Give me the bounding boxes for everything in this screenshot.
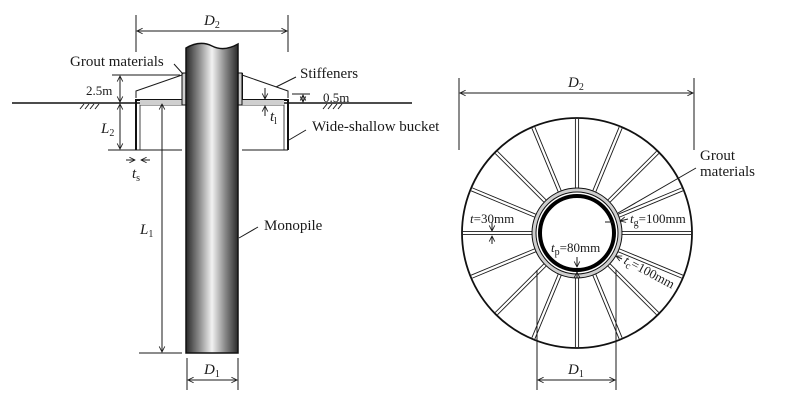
stiffener-spoke [531,273,559,338]
stiffener-spoke [609,263,660,313]
monopile-ring [538,194,616,272]
stiffener-shape [135,74,289,98]
stiffener-spoke [494,263,545,313]
stiffener-spoke [617,251,682,279]
stiffener-spoke [619,190,684,218]
stiffener-spoke [534,275,562,340]
stiffener-spoke [609,153,660,203]
label-monopile: Monopile [264,218,323,234]
stiffener-spoke [534,126,562,191]
dim-tg: tg=100mm [630,211,686,229]
stiffener-spoke [497,265,547,316]
dim-t-stiffener: t=30mm [470,211,514,226]
dim-L1: L1 [139,222,153,240]
stiffener-spoke [595,128,623,193]
stiffener-spoke [592,126,620,191]
stiffener-spoke [595,273,623,338]
label-stiffeners: Stiffeners [300,66,358,82]
soil-hatch-icon [79,103,343,110]
stiffener-spoke [472,187,537,215]
stiffener-spoke [497,150,547,201]
monopile-shape [185,42,239,354]
stiffener-spokes [463,119,691,347]
stiffener-spoke [617,187,682,215]
stiffener-spoke [531,128,559,193]
dim-2.5m: 2.5m [86,83,112,98]
stiffener-spoke [470,248,535,276]
stiffener-spoke [592,275,620,340]
stiffener-spoke [470,190,535,218]
dim-0.5m: 0.5m [323,90,349,105]
plan-view: D2 D1 t=30mm tg=100mm tp=80mm tc=100mm G… [458,75,755,390]
label-grout-plan-1: Grout [700,148,736,164]
stiffener-spoke [607,150,657,201]
label-grout-plan-2: materials [700,164,755,180]
label-wide-shallow-bucket: Wide-shallow bucket [312,119,440,135]
bucket-shape [108,72,289,151]
stiffener-spoke [619,248,684,276]
dim-L2: L2 [100,121,114,139]
stiffener-spoke [494,153,545,203]
dim-D1-plan: D1 [567,362,584,380]
dim-D2-elev: D2 [203,13,220,31]
label-grout-materials: Grout materials [70,54,164,70]
dim-tl: tl [270,109,277,127]
dim-ts: ts [132,166,140,184]
dim-D2-plan: D2 [567,75,584,93]
dim-tp: tp=80mm [551,240,600,258]
elevation-view: D2 2.5m L2 ts L1 D1 tl 0.5m Grout materi… [12,13,440,390]
dim-D1-elev: D1 [203,362,220,380]
stiffener-spoke [472,251,537,279]
